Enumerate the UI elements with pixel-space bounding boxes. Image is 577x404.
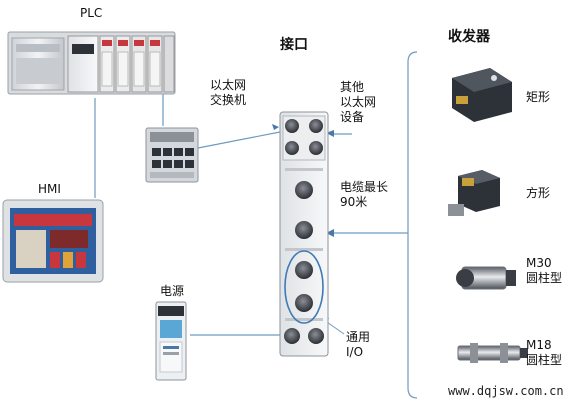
other-ethernet-label-line-1: 其他 (340, 80, 365, 94)
plc-label: PLC (80, 6, 103, 20)
general-io-highlight (284, 250, 324, 324)
arrow-other-ethernet (326, 130, 334, 137)
other-ethernet-label-line-2: 以太网 (340, 95, 377, 109)
arrow-transceiver (326, 229, 334, 237)
m30-label-line-1: M30 (526, 256, 552, 270)
rect-shape-label: 矩形 (526, 90, 551, 104)
cable-length-label-line-1: 电缆最长 (340, 180, 389, 194)
m18-label-line-1: M18 (526, 338, 552, 352)
cable-length-label: 电缆最长 90米 (340, 180, 388, 210)
m18-label: M18 圆柱型 (526, 338, 562, 368)
interface-label: 接口 (280, 37, 308, 53)
m18-sensor-device (457, 343, 528, 363)
m30-label: M30 圆柱型 (526, 256, 562, 286)
square-shape-label: 方形 (526, 186, 551, 200)
transceiver-label: 收发器 (448, 29, 490, 45)
rect-sensor-device (452, 68, 512, 122)
m30-sensor-device (456, 266, 516, 290)
hmi-device (2, 199, 104, 283)
ethernet-switch-device (145, 127, 199, 183)
other-ethernet-label: 其他 以太网 设备 (340, 80, 376, 125)
plc-device (7, 31, 176, 95)
hmi-label: HMI (38, 182, 61, 196)
power-supply-device (155, 301, 187, 381)
general-io-label-line-1: 通用 (346, 330, 371, 344)
ethernet-switch-label-line-1: 以太网 (210, 78, 247, 92)
power-label: 电源 (160, 284, 185, 298)
other-ethernet-label-line-3: 设备 (340, 110, 365, 124)
ethernet-switch-label: 以太网 交换机 (210, 78, 246, 108)
connection-lines (94, 51, 418, 399)
switch-to-interface-line (197, 131, 281, 149)
general-io-label-line-2: I/O (346, 345, 364, 359)
m30-label-line-2: 圆柱型 (526, 271, 563, 285)
general-io-label: 通用 I/O (346, 330, 370, 360)
cable-length-label-line-2: 90米 (340, 195, 368, 209)
ethernet-switch-label-line-2: 交换机 (210, 93, 247, 107)
square-sensor-device (448, 170, 500, 216)
arrow-switch-label (272, 124, 279, 130)
transceiver-bracket (407, 51, 418, 399)
interface-block (279, 111, 329, 357)
watermark: www.dqjsw.com.cn (448, 384, 564, 398)
m18-label-line-2: 圆柱型 (526, 353, 563, 367)
